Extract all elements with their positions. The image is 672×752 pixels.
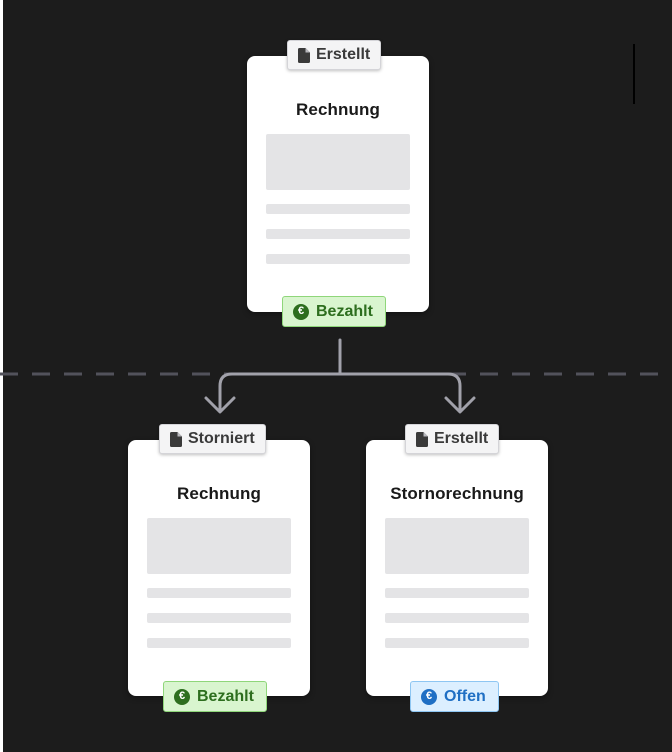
status-tag-label: Erstellt — [316, 46, 371, 63]
content-placeholder-line — [266, 254, 410, 264]
content-placeholder-line — [147, 613, 291, 623]
arrow-head-right — [444, 396, 476, 414]
payment-status-badge: € Offen — [410, 681, 499, 712]
euro-coin-icon: € — [421, 688, 437, 705]
document-title: Stornorechnung — [390, 484, 524, 503]
document-status-tag: Erstellt — [287, 40, 382, 70]
branch-connector — [218, 338, 462, 412]
arrow-head-left — [204, 396, 236, 414]
content-placeholder-block — [147, 518, 291, 574]
status-tag-label: Storniert — [188, 430, 255, 447]
document-card-left: Rechnung — [128, 440, 310, 696]
document-status-tag: Erstellt — [405, 424, 500, 454]
payment-status-label: Bezahlt — [197, 687, 254, 705]
payment-status-label: Bezahlt — [316, 302, 373, 320]
content-placeholder-block — [385, 518, 529, 574]
euro-coin-icon: € — [293, 303, 309, 320]
left-edge-strip — [0, 0, 3, 752]
document-icon — [170, 431, 182, 447]
right-edge-mark — [633, 44, 635, 104]
document-title: Rechnung — [177, 484, 261, 503]
content-placeholder-line — [147, 588, 291, 598]
euro-coin-icon: € — [174, 688, 190, 705]
document-card-right: Stornorechnung — [366, 440, 548, 696]
document-card-top: Rechnung — [247, 56, 429, 312]
status-tag-label: Erstellt — [434, 430, 489, 447]
document-icon — [416, 431, 428, 447]
payment-status-badge: € Bezahlt — [282, 296, 386, 327]
content-placeholder-line — [266, 204, 410, 214]
content-placeholder-line — [147, 638, 291, 648]
content-placeholder-line — [385, 638, 529, 648]
payment-status-badge: € Bezahlt — [163, 681, 267, 712]
content-placeholder-line — [385, 613, 529, 623]
document-status-tag: Storniert — [159, 424, 266, 454]
document-title: Rechnung — [296, 100, 380, 119]
payment-status-label: Offen — [444, 687, 486, 705]
content-placeholder-line — [266, 229, 410, 239]
content-placeholder-block — [266, 134, 410, 190]
content-placeholder-line — [385, 588, 529, 598]
document-icon — [298, 47, 310, 63]
